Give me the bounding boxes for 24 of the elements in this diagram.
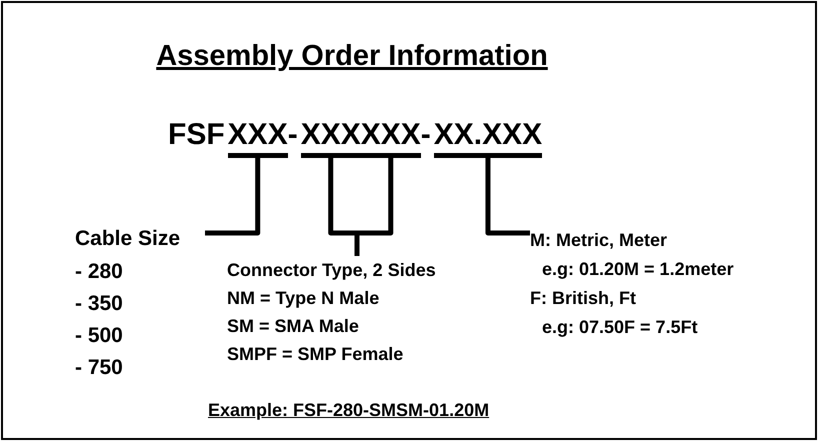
code-segment: XXX	[228, 118, 288, 158]
code-prefix: FSF	[168, 118, 225, 152]
code-segment: XX.XXX	[434, 118, 542, 158]
separator: -	[288, 118, 298, 152]
example-text: e.g: 01.20M = 1.2meter	[541, 258, 735, 281]
code-segment: XXX	[360, 118, 421, 158]
unit-text: F: British, Ft	[530, 287, 637, 310]
option-text: - 750	[75, 355, 124, 381]
separator: -	[420, 118, 431, 152]
option-text: - 280	[75, 259, 124, 285]
leader-line	[485, 158, 530, 236]
unit-text: M: Metric, Meter	[530, 229, 668, 252]
option-text: SM = SMA Male	[227, 315, 360, 338]
option-text: - 500	[75, 323, 124, 349]
heading: Cable Size	[75, 226, 182, 252]
option-text: NM = Type N Male	[227, 287, 380, 310]
heading: Connector Type, 2 Sides	[227, 259, 437, 282]
option-text: - 350	[75, 291, 124, 317]
option-text: SMPF = SMP Female	[227, 343, 404, 366]
example-text: e.g: 07.50F = 7.5Ft	[541, 316, 699, 339]
title: Assembly Order Information	[155, 40, 549, 73]
leader-line	[205, 158, 260, 236]
example-caption: Example: FSF-280-SMSM-01.20M	[208, 400, 490, 421]
code-segment: XXX	[300, 118, 361, 158]
